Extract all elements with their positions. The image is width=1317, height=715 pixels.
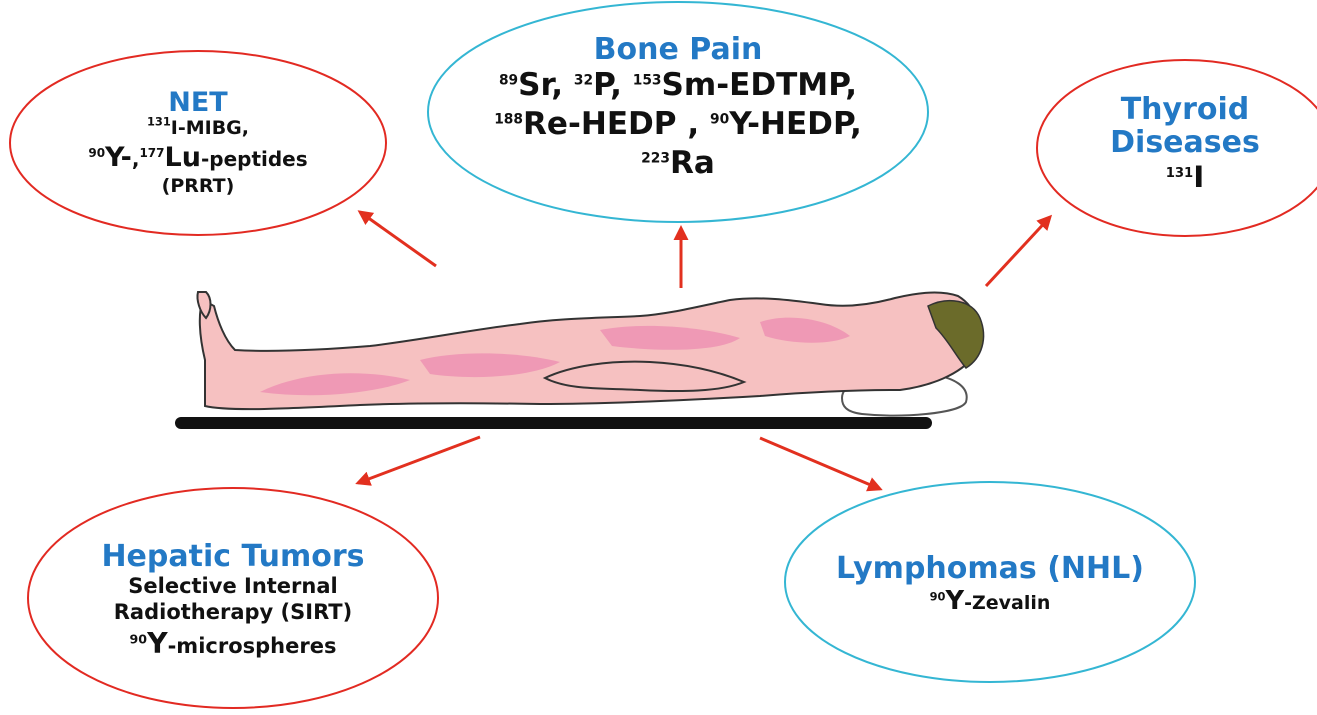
hepatic-line-2: Radiotherapy (SIRT)	[114, 599, 352, 625]
patient-illustration	[175, 292, 984, 429]
hepatic-title: Hepatic Tumors	[101, 540, 364, 573]
bone-pain-line-2: 188Re-HEDP , 90Y-HEDP,	[494, 105, 862, 144]
thyroid-title-2: Diseases	[1110, 126, 1260, 159]
net-title: NET	[168, 88, 227, 118]
hepatic-line-3: 90Y-microspheres	[130, 626, 337, 661]
net-line-1: 131I-MIBG,	[147, 117, 249, 141]
arrow-to-lymphoma	[760, 438, 880, 489]
arrow-to-thyroid	[986, 217, 1050, 286]
lymphoma-line: 90Y-Zevalin	[930, 585, 1051, 617]
hepatic-line-1: Selective Internal	[128, 573, 337, 599]
thyroid-bubble: Thyroid Diseases 131I	[1080, 70, 1290, 220]
net-bubble: NET 131I-MIBG, 90Y-,177Lu-peptides (PRRT…	[40, 60, 356, 226]
net-line-3: (PRRT)	[162, 175, 235, 199]
thyroid-title-1: Thyroid	[1121, 93, 1250, 126]
lymphoma-bubble: Lymphomas (NHL) 90Y-Zevalin	[800, 530, 1180, 640]
bone-pain-line-1: 89Sr, 32P, 153Sm-EDTMP,	[499, 66, 857, 105]
lymphoma-title: Lymphomas (NHL)	[836, 552, 1144, 585]
arrow-to-net	[360, 212, 436, 266]
bone-pain-line-3: 223Ra	[641, 144, 715, 183]
thyroid-line: 131I	[1166, 159, 1205, 196]
arrow-to-hepatic	[358, 437, 480, 483]
bone-pain-title: Bone Pain	[594, 33, 763, 66]
examination-table	[175, 417, 932, 429]
net-line-2: 90Y-,177Lu-peptides	[88, 141, 307, 175]
bone-pain-bubble: Bone Pain 89Sr, 32P, 153Sm-EDTMP, 188Re-…	[440, 8, 916, 208]
hepatic-bubble: Hepatic Tumors Selective Internal Radiot…	[50, 508, 416, 693]
